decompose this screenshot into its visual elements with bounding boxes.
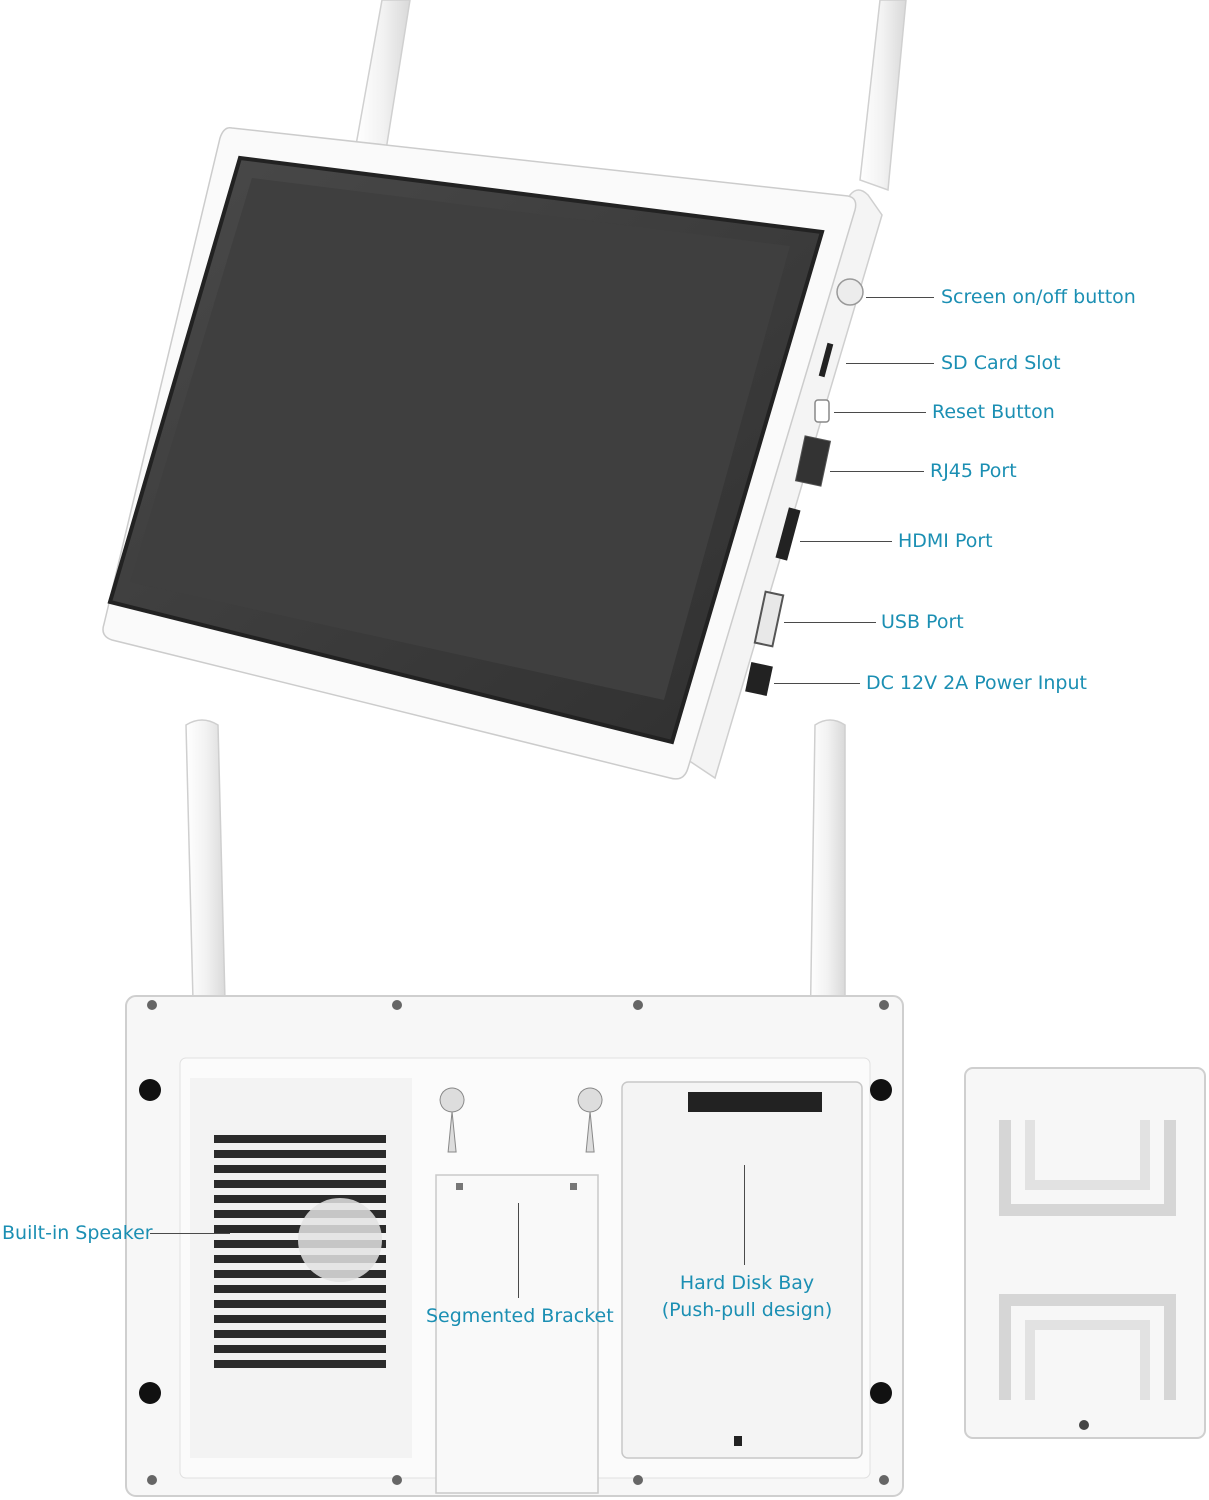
leader-hdmi xyxy=(800,541,892,542)
leader-hdd xyxy=(744,1165,745,1265)
monitor-antenna-right xyxy=(859,0,907,192)
hard-disk-bay xyxy=(621,1081,863,1459)
segmented-bracket xyxy=(435,1174,599,1494)
reset-button xyxy=(814,399,830,423)
hdd-cover xyxy=(964,1067,1206,1439)
rj45-port xyxy=(794,435,832,487)
label-power: DC 12V 2A Power Input xyxy=(866,672,1087,694)
label-hdd-line1: Hard Disk Bay xyxy=(679,1272,815,1294)
sd-slot xyxy=(818,342,834,378)
usb-port xyxy=(753,590,785,648)
leader-screen-button xyxy=(866,297,934,298)
label-hdd-line2: (Push-pull design) xyxy=(661,1299,833,1321)
label-hdmi: HDMI Port xyxy=(898,530,993,552)
monitor-antenna-left xyxy=(355,0,411,151)
monitor-side-panel xyxy=(687,189,883,780)
leader-sd-slot xyxy=(846,363,934,364)
label-sd-slot: SD Card Slot xyxy=(941,352,1061,374)
leader-power xyxy=(774,683,860,684)
monitor-front-view xyxy=(102,0,907,780)
leader-rj45 xyxy=(830,471,924,472)
label-usb: USB Port xyxy=(881,611,964,633)
leader-usb xyxy=(784,622,876,623)
nvr-rear-view xyxy=(125,719,904,1497)
keyhole-left xyxy=(439,1087,465,1153)
leader-bracket xyxy=(518,1203,519,1298)
screen-button xyxy=(836,278,864,306)
leader-reset xyxy=(834,412,926,413)
hdmi-port xyxy=(775,507,801,561)
label-screen-button: Screen on/off button xyxy=(941,286,1136,308)
keyhole-right xyxy=(577,1087,603,1153)
leader-speaker xyxy=(150,1233,230,1234)
dc-power-port xyxy=(745,662,773,696)
label-speaker: Built-in Speaker xyxy=(2,1222,153,1244)
label-bracket: Segmented Bracket xyxy=(426,1305,614,1327)
speaker-grille xyxy=(190,1078,412,1458)
label-reset-button: Reset Button xyxy=(932,401,1055,423)
label-rj45: RJ45 Port xyxy=(930,460,1017,482)
